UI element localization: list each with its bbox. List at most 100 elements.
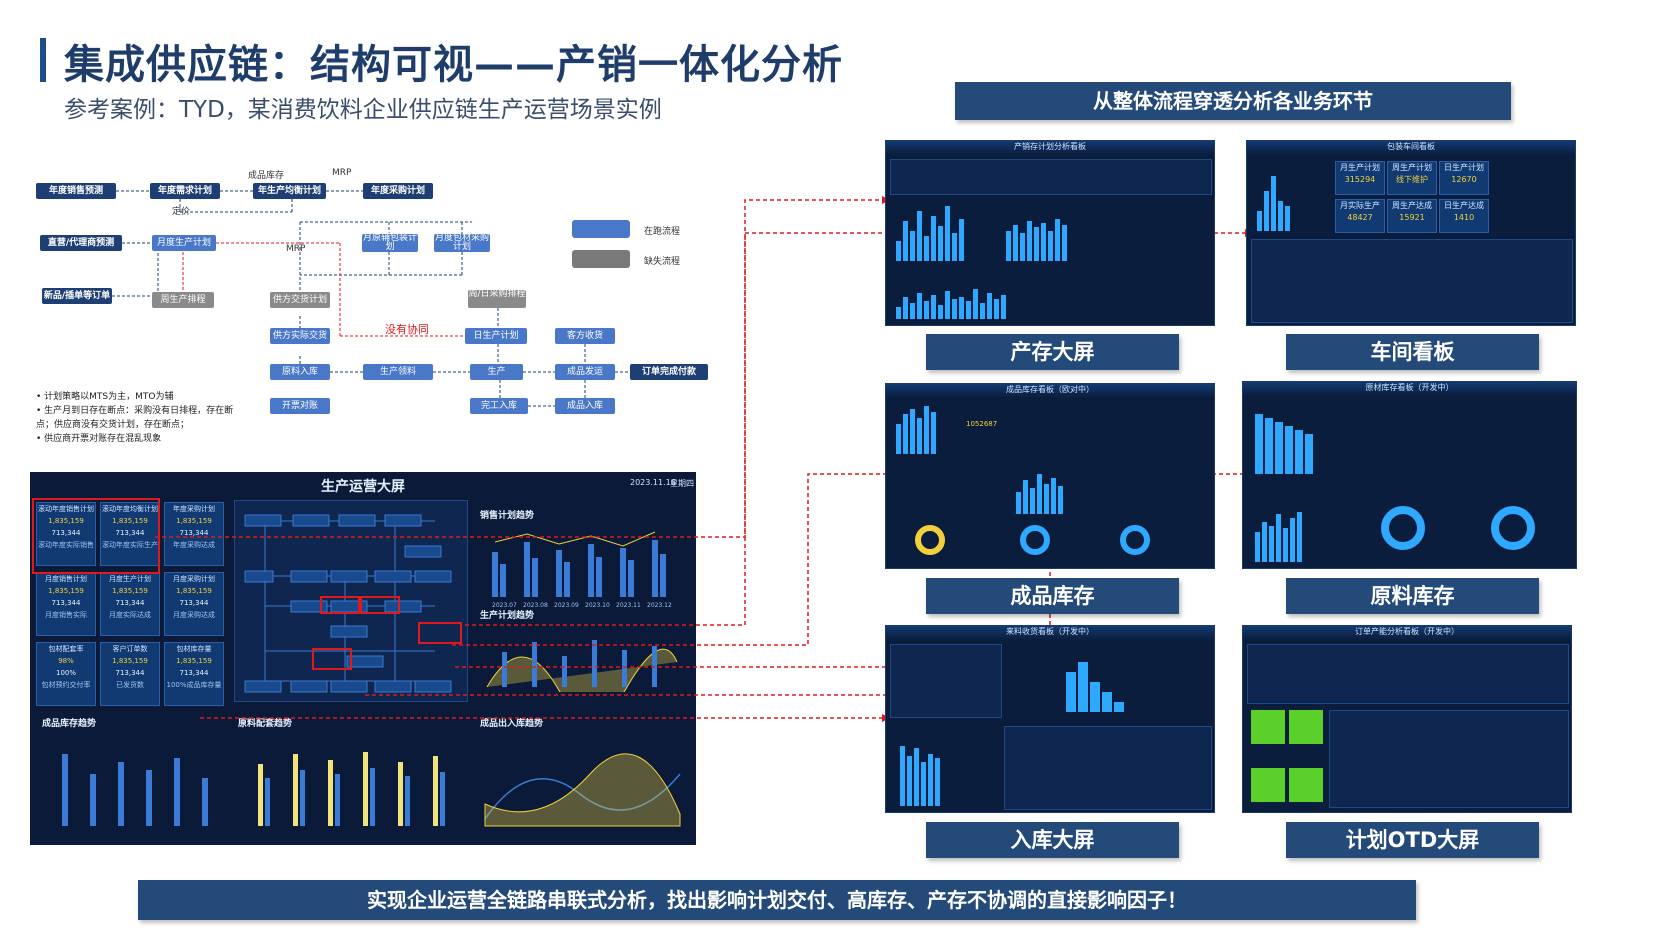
legend-swatch-in-flow bbox=[572, 220, 630, 238]
caption-finished-stock: 成品库存 bbox=[926, 578, 1179, 614]
kpi-sub-value: 713,344 bbox=[115, 599, 145, 607]
legend-swatch-missing-flow bbox=[572, 250, 630, 268]
caption-workshop: 车间看板 bbox=[1286, 334, 1539, 370]
node-completion-inbound: 完工入库 bbox=[470, 398, 528, 414]
month-tick-label: 2023.10 bbox=[585, 602, 610, 609]
material-match-trend-chart bbox=[258, 752, 445, 826]
caption-material-stock: 原料库存 bbox=[1286, 578, 1539, 614]
label-mrp-mid: MRP bbox=[286, 244, 306, 254]
inbound-table bbox=[1004, 726, 1212, 810]
page-subtitle: 参考案例：TYD，某消费饮料企业供应链生产运营场景实例 bbox=[64, 97, 662, 123]
kpi-sub-value: 713,344 bbox=[179, 669, 209, 677]
legend-label-in-flow: 在跑流程 bbox=[644, 227, 681, 237]
flow-highlight-box bbox=[360, 596, 400, 614]
workshop-kpi-value: 48427 bbox=[1347, 213, 1373, 222]
month-tick-label: 2023.09 bbox=[554, 602, 579, 609]
production-trend-title: 生产计划趋势 bbox=[480, 611, 535, 621]
bar-series bbox=[1255, 502, 1302, 562]
node-finished-shipping: 成品发运 bbox=[555, 364, 615, 380]
production-stock-dashboard: 产销存计划分析看板 bbox=[885, 140, 1215, 326]
in-out-trend-title: 成品出入库趋势 bbox=[480, 719, 544, 729]
workshop-kpi-value: 1410 bbox=[1453, 213, 1475, 222]
node-finished-inbound: 成品入库 bbox=[555, 398, 615, 414]
node-weekly-production-schedule: 周生产排程 bbox=[152, 292, 214, 308]
workshop-kpi-value: 15921 bbox=[1399, 213, 1425, 222]
donut-charts bbox=[915, 525, 1150, 555]
bar-series bbox=[1257, 171, 1290, 231]
node-customer-receipt: 客方收货 bbox=[555, 328, 615, 344]
note-item: 计划策略以MTS为主，MTO为辅 bbox=[36, 390, 246, 404]
node-monthly-material-purchase: 月度包材采购计划 bbox=[434, 233, 490, 252]
kpi-sub-label: 滚动年度实际销售 bbox=[38, 541, 94, 549]
node-monthly-production-plan: 月度生产计划 bbox=[152, 235, 216, 251]
bar-series bbox=[896, 281, 1006, 319]
otd-summary-panel bbox=[1247, 644, 1569, 704]
material-match-trend-title: 原料配套趋势 bbox=[238, 719, 293, 729]
workshop-kpi-value: 12670 bbox=[1451, 175, 1477, 184]
finished-stock-trend-chart bbox=[62, 754, 208, 826]
kpi-title: 滚动年度销售计划 bbox=[38, 505, 94, 513]
caption-inbound: 入库大屏 bbox=[926, 822, 1179, 858]
kpi-title: 包材配套率 bbox=[48, 645, 84, 653]
kpi-sub-value: 713,344 bbox=[179, 599, 209, 607]
donut-charts bbox=[1381, 506, 1535, 550]
flow-highlight-box bbox=[418, 622, 462, 644]
sales-trend-chart bbox=[492, 531, 666, 597]
workshop-table bbox=[1251, 239, 1573, 323]
workshop-kpi-label: 周生产计划 bbox=[1392, 163, 1432, 172]
node-material-inbound: 原料入库 bbox=[270, 364, 330, 380]
bar-series bbox=[1066, 652, 1124, 712]
month-tick-label: 2023.07 bbox=[492, 602, 517, 609]
kpi-title: 月度采购计划 bbox=[173, 575, 215, 583]
label-no-collab: 没有协同 bbox=[385, 323, 429, 336]
workshop-dashboard-header: 包装车间看板 bbox=[1247, 141, 1575, 155]
kpi-value: 98% bbox=[58, 657, 74, 665]
workshop-kpi-card: 周生产达成 15921 bbox=[1387, 199, 1437, 233]
bar-series bbox=[896, 201, 964, 261]
otd-dashboard: 订单产能分析看板（开发中） bbox=[1242, 625, 1572, 813]
caption-otd: 计划OTD大屏 bbox=[1286, 822, 1539, 858]
status-tile-green bbox=[1251, 768, 1285, 802]
kpi-sub-value: 713,344 bbox=[179, 529, 209, 537]
kpi-sub-label: 包材预约交付率 bbox=[41, 681, 91, 689]
finished-stock-dashboard-header: 成品库存看板（欧对中） bbox=[886, 384, 1214, 398]
kpi-card: 包材配套率 98% 100% 包材预约交付率 bbox=[36, 642, 96, 706]
kpi-sub-label: 已发货数 bbox=[116, 681, 144, 689]
kpi-value: 1,835,159 bbox=[176, 587, 212, 595]
inbound-dashboard-header: 来料收货看板（开发中） bbox=[886, 626, 1214, 640]
node-order-complete: 订单完成付款 bbox=[630, 364, 708, 380]
node-daily-production-plan: 日生产计划 bbox=[465, 328, 527, 344]
finished-stock-highlight-value: 1052687 bbox=[966, 420, 998, 428]
material-stock-dashboard: 原材库存看板（开发中） bbox=[1242, 381, 1577, 569]
kpi-sub-label: 月度实际达成 bbox=[109, 611, 151, 619]
node-supplier-actual-delivery: 供方实际交货 bbox=[270, 328, 330, 344]
bar-series bbox=[896, 404, 936, 454]
month-tick-label: 2023.11 bbox=[616, 602, 641, 609]
kpi-highlight-box bbox=[32, 498, 160, 574]
production-stock-dashboard-header: 产销存计划分析看板 bbox=[886, 141, 1214, 155]
node-supplier-delivery-plan: 供方交货计划 bbox=[270, 292, 330, 308]
label-mrp-top: MRP bbox=[332, 168, 352, 178]
big-dashboard-weekday: 星期四 bbox=[670, 479, 694, 488]
kpi-value: 1,835,159 bbox=[176, 517, 212, 525]
caption-production-stock: 产存大屏 bbox=[926, 334, 1179, 370]
kpi-value: 1,835,159 bbox=[112, 587, 148, 595]
note-item: 生产月到日存在断点：采购没有日排程，存在断点；供应商没有交货计划，存在断点； bbox=[36, 404, 246, 432]
workshop-kpi-label: 周生产达成 bbox=[1392, 201, 1432, 210]
kpi-sub-value: 100% bbox=[55, 669, 76, 677]
node-annual-production-balance: 年生产均衡计划 bbox=[253, 183, 326, 199]
in-out-trend-chart bbox=[484, 753, 681, 827]
kpi-value: 1,835,159 bbox=[112, 517, 148, 525]
bar-series bbox=[1006, 201, 1067, 261]
flow-highlight-box bbox=[312, 648, 352, 670]
workshop-kpi-value: 线下维护 bbox=[1396, 175, 1428, 184]
production-trend-chart bbox=[486, 640, 678, 692]
kpi-sub-label: 月度采购达成 bbox=[173, 611, 215, 619]
otd-dashboard-header: 订单产能分析看板（开发中） bbox=[1243, 626, 1571, 640]
